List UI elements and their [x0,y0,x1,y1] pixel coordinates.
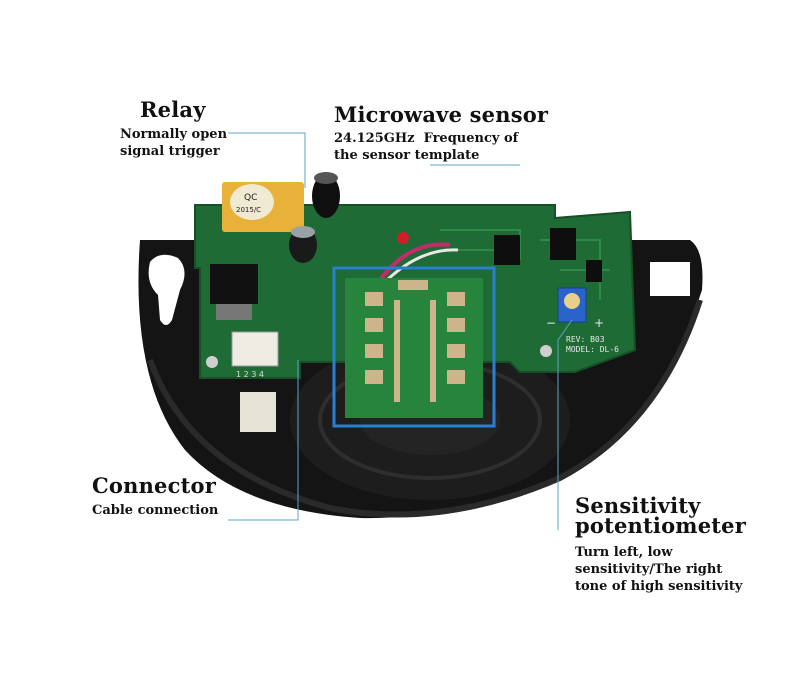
microwave-desc-line2: the sensor template [334,148,480,163]
mounting-slot-left [148,254,185,325]
cable-connector [231,331,279,367]
relay-qc-text: QC [244,193,257,203]
board-rev-text: REV: B03 [566,335,605,344]
mount-hole-right [540,345,552,357]
relay-qc-sticker [230,184,274,220]
wire-bundle-2 [383,248,459,284]
relay-desc-line2: signal trigger [120,144,220,159]
microwave-title: Microwave sensor [334,102,549,127]
capacitor-large-top [314,172,338,184]
mount-hole-left [206,356,218,368]
sensitivity-title-line2: potentiometer [575,513,747,538]
housing-rim [147,299,703,518]
white-label [240,392,276,432]
capacitor-large [312,174,340,218]
pcb-traces [440,229,610,300]
microwave-antenna [332,266,496,428]
connector-pin-labels: 1 2 3 4 [236,370,264,379]
sensitivity-desc-line1: Turn left, low [575,545,673,560]
relay-title: Relay [140,97,206,122]
relay-label: Relay Normally open signal trigger [120,97,227,160]
connector-desc-line1: Cable connection [92,503,219,518]
mounting-slot-right [650,262,690,296]
relay-desc-line1: Normally open [120,127,228,142]
led [397,232,409,244]
board-model-text: MODEL: DL-6 [566,345,619,354]
ic-chip-2 [550,228,576,260]
microwave-label: Microwave sensor 24.125GHz Frequency of … [334,102,548,164]
callout-lines [228,132,573,530]
sensitivity-desc-line2: sensitivity/The right [575,562,723,577]
sensitivity-desc-line3: tone of high sensitivity [575,579,743,594]
potentiometer-knob [564,293,580,309]
antenna-highlight-box [332,266,496,428]
sensitivity-label: Sensitivity potentiometer Turn left, low… [575,493,747,595]
relay-callout-line [228,132,306,188]
pot-plus-sign: + [594,316,604,330]
connector-title: Connector [92,473,216,498]
wire-bundle [378,242,451,282]
capacitor-small-top [291,226,315,238]
antenna-patches [365,280,465,402]
connector-callout-line [228,360,299,521]
connector-label: Connector Cable connection [92,473,218,519]
ic-chip-1 [494,235,520,265]
sensitivity-title-line1: Sensitivity [575,493,701,518]
ic-chip-3 [586,260,602,282]
sensitivity-callout-line [557,319,573,530]
relay-date-text: 2015/C [236,206,261,214]
voltage-regulator [210,264,258,304]
pot-minus-sign: − [546,316,556,330]
regulator-tab [216,304,252,320]
microwave-desc-line1: 24.125GHz Frequency of [334,131,519,146]
